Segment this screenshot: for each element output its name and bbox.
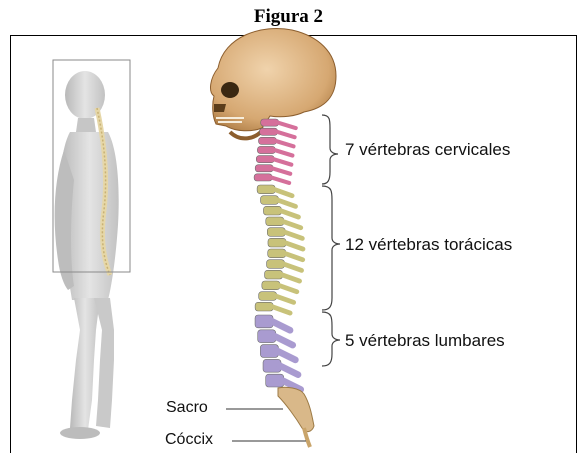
- label-cervical: 7 vértebras cervicales: [345, 140, 510, 160]
- cervical-vertebra-process: [272, 168, 290, 173]
- label-lumbar: 5 vértebras lumbares: [345, 331, 505, 351]
- lumbar-vertebra-process: [275, 336, 293, 345]
- human-body-silhouette: [55, 71, 119, 439]
- body-leg-front: [70, 298, 100, 430]
- thoracic-vertebra-process: [282, 275, 300, 281]
- label-coccyx: Cóccix: [165, 431, 213, 449]
- cervical-vertebra-process: [278, 123, 296, 128]
- cervical-vertebra-process: [273, 159, 291, 164]
- thoracic-vertebra-process: [272, 307, 290, 313]
- skull-cranium: [211, 29, 336, 131]
- thoracic-vertebra-process: [283, 221, 301, 227]
- thoracic-vertebra-process: [284, 264, 302, 270]
- thoracic-vertebra-process: [285, 253, 303, 259]
- thoracic-vertebra-process: [278, 200, 296, 206]
- cervical-vertebra-process: [274, 150, 292, 155]
- thoracic-vertebra-process: [280, 211, 298, 217]
- thoracic-vertebra-process: [279, 285, 297, 291]
- lumbar-vertebra-process: [272, 321, 290, 330]
- thoracic-vertebra-process: [284, 232, 302, 238]
- cervical-vertebra-process: [277, 132, 295, 137]
- cervical-vertebrae: [254, 119, 296, 183]
- skull-eye-socket: [221, 82, 239, 98]
- brace-thoracic: [322, 186, 340, 310]
- thoracic-vertebra-process: [276, 296, 294, 302]
- label-sacrum: Sacro: [166, 399, 208, 417]
- body-feet: [60, 427, 100, 439]
- skull-nasal: [214, 104, 226, 112]
- brace-lumbar: [322, 312, 340, 366]
- sacrum-bone: [278, 387, 314, 431]
- thoracic-vertebrae: [255, 185, 303, 313]
- lumbar-vertebra-process: [277, 351, 295, 360]
- label-thoracic: 12 vértebras torácicas: [345, 235, 512, 255]
- thoracic-vertebra-process: [274, 189, 292, 195]
- body-neck: [76, 118, 96, 132]
- brace-cervical: [322, 115, 338, 184]
- lumbar-vertebra-process: [280, 366, 298, 375]
- lumbar-vertebrae: [255, 315, 301, 389]
- cervical-vertebra-process: [275, 141, 293, 146]
- cervical-vertebra-process: [271, 177, 289, 182]
- thoracic-vertebra-process: [285, 243, 303, 249]
